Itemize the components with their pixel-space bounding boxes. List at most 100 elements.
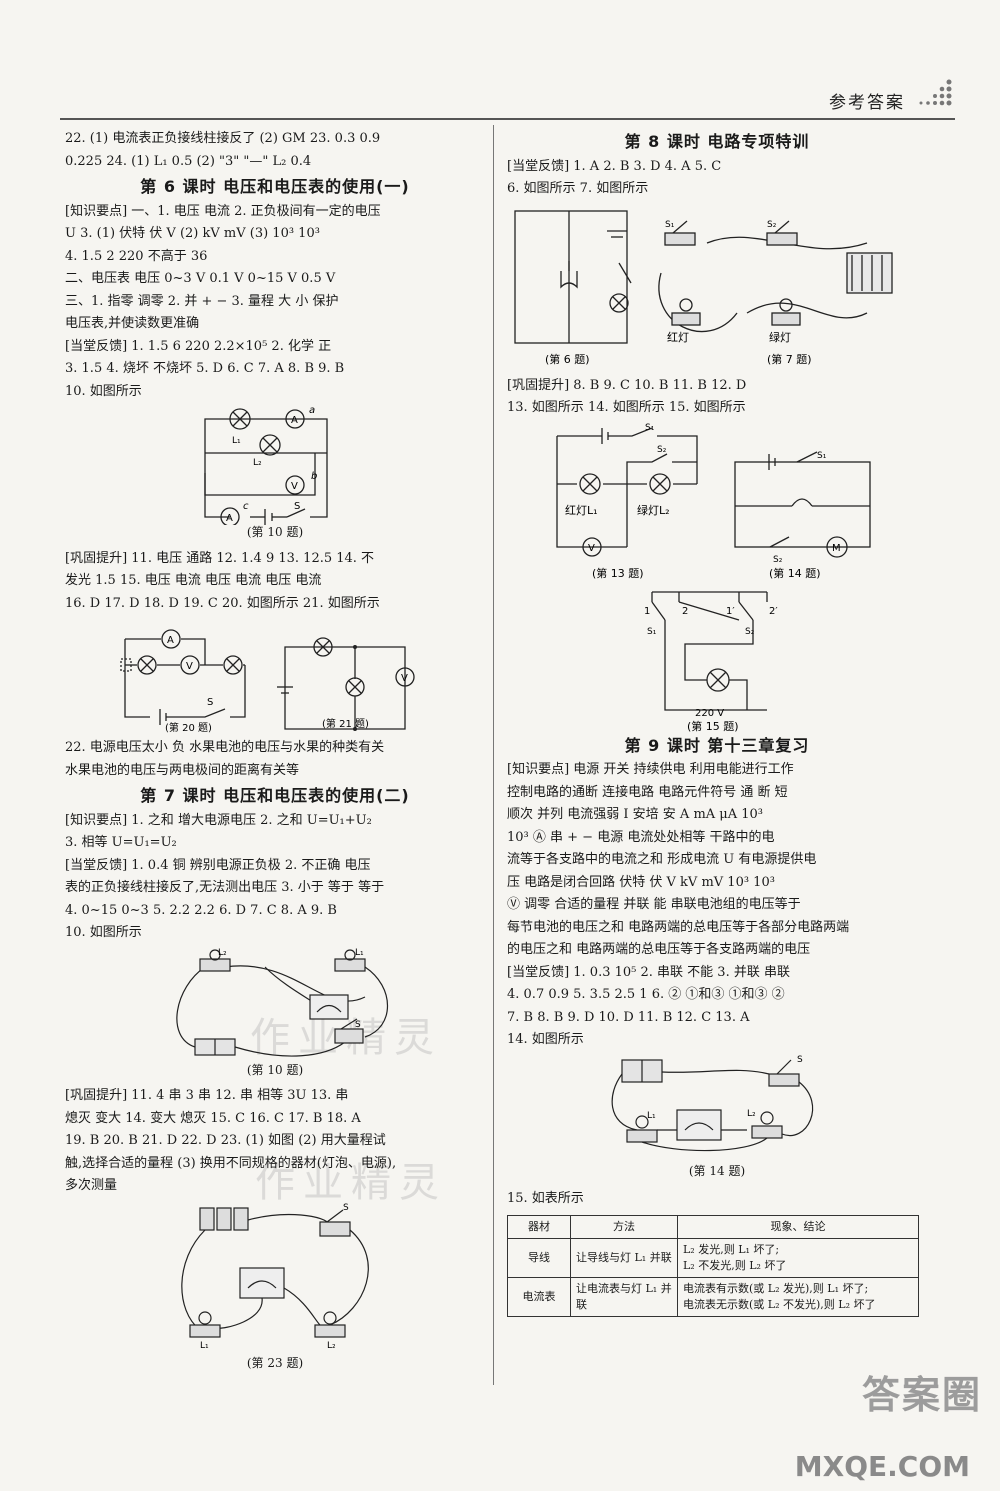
svg-text:L₁: L₁ <box>232 436 241 446</box>
svg-text:A: A <box>226 513 233 524</box>
svg-text:S₁: S₁ <box>645 423 655 433</box>
svg-text:L₁: L₁ <box>647 1111 656 1121</box>
watermark: 作业精灵 <box>255 1160 447 1206</box>
answer-line: 7. B 8. B 9. D 10. D 11. B 12. C 13. A <box>507 1009 750 1025</box>
answer-line: 表的正负接线柱接反了,无法测出电压 3. 小于 等于 等于 <box>65 880 385 895</box>
section-title: 第 6 课时 电压和电压表的使用(一) <box>140 177 410 196</box>
circuit-diagram-q10: A V A L₁ L₂ a b c S <box>204 405 328 527</box>
svg-text:A: A <box>167 635 174 646</box>
figure-q10-circuit: A V A L₁ L₂ a b c S <box>65 405 485 527</box>
svg-text:V: V <box>186 661 193 672</box>
svg-text:A: A <box>291 415 298 426</box>
answer-line: [巩固提升] 11. 电压 通路 12. 1.4 9 13. 12.5 14. … <box>65 550 375 566</box>
table-cell-line: 电流表有示数(或 L₂ 发光),则 L₁ 坏了; <box>683 1281 869 1295</box>
answer-line: 19. B 20. B 21. D 22. D 23. (1) 如图 (2) 用… <box>65 1133 386 1148</box>
footer-site: MXQE.COM <box>794 1450 970 1483</box>
svg-text:S₁: S₁ <box>665 220 675 230</box>
answer-line: 0.225 24. (1) L₁ 0.5 (2) "3" "—" L₂ 0.4 <box>65 153 312 169</box>
figure-q6-q7: S₁ S₂ 红灯 绿灯 (第 6 题) (第 7 题) <box>507 203 927 373</box>
left-column: 22. (1) 电流表正负接线柱接反了 (2) GM 23. 0.3 0.9 0… <box>65 128 485 1374</box>
table-row: 导线 让导线与灯 L₁ 并联 L₂ 发光,则 L₁ 坏了; L₂ 不发光,则 L… <box>507 1237 919 1278</box>
answer-line: 22. (1) 电流表正负接线柱接反了 (2) GM 23. 0.3 0.9 <box>65 131 381 146</box>
answer-line: 控制电路的通断 连接电路 电路元件符号 通 断 短 <box>507 784 788 800</box>
circuit-diagram-q13-q14: V M S₁ S₂ S₁ S₂ 红灯L₁ 绿灯L₂ (第 13 题) (第 14… <box>556 423 871 580</box>
answer-table-q15: 器材 方法 现象、结论 导线 让导线与灯 L₁ 并联 L₂ 发光,则 L₁ 坏了… <box>507 1214 919 1317</box>
label-green-light-l2: 绿灯L₂ <box>637 503 670 517</box>
answer-line: 每节电池的电压之和 电路两端的总电压等于各部分电路两端 <box>507 919 850 935</box>
answer-line: [当堂反馈] 1. 1.5 6 220 2.2×10⁵ 2. 化学 正 <box>65 338 332 354</box>
svg-text:S: S <box>294 501 300 512</box>
dots-decoration-icon <box>919 79 952 106</box>
page-header-title: 参考答案 <box>829 93 905 113</box>
answer-line: 4. 0.7 0.9 5. 3.5 2.5 1 6. ② ①和③ ①和③ ② <box>507 987 785 1002</box>
figure-q15: 1 2 1′ 2′ S₁ S₂ 220 V (第 15 题) <box>507 584 927 733</box>
table-cell: 让电流表与灯 L₁ 并联 <box>570 1276 678 1317</box>
answer-line: 水果电池的电压与两电极间的距离有关等 <box>65 762 300 778</box>
answer-line: 三、1. 指零 调零 2. 并 + − 3. 量程 大 小 保护 <box>65 293 339 309</box>
circuit-diagram-q6-q7: S₁ S₂ 红灯 绿灯 (第 6 题) (第 7 题) <box>514 209 893 366</box>
svg-text:V: V <box>401 673 408 684</box>
svg-text:S₁: S₁ <box>647 627 657 637</box>
table-header: 器材 <box>507 1214 571 1239</box>
figure-caption: (第 20 题) <box>165 721 212 733</box>
svg-text:a: a <box>309 405 315 416</box>
svg-text:S₂: S₂ <box>745 627 755 637</box>
answer-line: [当堂反馈] 1. A 2. B 3. D 4. A 5. C <box>507 158 722 174</box>
label-green-light: 绿灯 <box>769 330 791 344</box>
answer-line: 4. 0~15 0~3 5. 2.2 2.2 6. D 7. C 8. A 9.… <box>65 902 337 918</box>
figure-q20-q21: A V V S (第 20 题) (第 21 题) <box>65 617 485 734</box>
answer-line: [巩固提升] 8. B 9. C 10. B 11. B 12. D <box>507 377 747 393</box>
figure-caption: (第 10 题) <box>246 525 304 539</box>
figure-caption: (第 13 题) <box>592 566 644 580</box>
svg-text:b: b <box>311 471 317 482</box>
svg-text:S: S <box>207 697 213 708</box>
svg-text:L₂: L₂ <box>218 948 227 958</box>
table-cell-line: L₂ 不发光,则 L₂ 坏了 <box>683 1258 787 1272</box>
answer-line: [当堂反馈] 1. 0.3 10⁵ 2. 串联 不能 3. 并联 串联 <box>507 964 790 980</box>
right-column: 第 8 课时 电路专项特训 [当堂反馈] 1. A 2. B 3. D 4. A… <box>507 128 927 1317</box>
answer-line: [知识要点] 电源 开关 持续供电 利用电能进行工作 <box>507 762 794 777</box>
section-title: 第 9 课时 第十三章复习 <box>624 735 810 755</box>
table-cell: L₂ 发光,则 L₁ 坏了; L₂ 不发光,则 L₂ 坏了 <box>677 1237 919 1278</box>
answer-line: 触,选择合适的量程 (3) 换用不同规格的器材(灯泡、电源), <box>65 1155 397 1171</box>
figure-q14-real-circuit: L₁ L₂ S <box>507 1054 927 1158</box>
svg-text:M: M <box>832 543 841 554</box>
svg-text:L₂: L₂ <box>253 458 262 468</box>
figure-caption: (第 14 题) <box>769 566 821 580</box>
answer-line: 4. 1.5 2 220 不高于 36 <box>65 248 208 264</box>
svg-text:L₂: L₂ <box>327 1341 336 1350</box>
answer-line: 的电压之和 电路两端的总电压等于各支路两端的电压 <box>507 942 811 957</box>
answer-line: [知识要点] 一、1. 电压 电流 2. 正负极间有一定的电压 <box>65 203 381 219</box>
answer-line: 流等于各支路中的电流之和 形成电流 U 有电源提供电 <box>507 852 817 867</box>
figure-q10-real-circuit: L₂ L₁ S <box>65 947 485 1057</box>
answer-line: [巩固提升] 11. 4 串 3 串 12. 串 相等 3U 13. 串 <box>65 1088 349 1103</box>
figure-q13-q14: V M S₁ S₂ S₁ S₂ 红灯L₁ 绿灯L₂ (第 13 题) (第 14… <box>507 422 927 582</box>
svg-text:c: c <box>243 501 249 512</box>
figure-caption: (第 7 题) <box>767 352 812 366</box>
answer-line: 3. 相等 U=U₁=U₂ <box>65 835 177 850</box>
table-cell: 让导线与灯 L₁ 并联 <box>570 1237 678 1278</box>
svg-text:2′: 2′ <box>769 606 778 617</box>
table-cell: 导线 <box>507 1237 571 1278</box>
answer-line: 电压表,并使读数更准确 <box>65 316 200 331</box>
answer-line: 10. 如图所示 <box>65 383 142 399</box>
answer-line: 13. 如图所示 14. 如图所示 15. 如图所示 <box>507 400 746 415</box>
answer-line: [当堂反馈] 1. 0.4 铜 辨别电源正负极 2. 不正确 电压 <box>65 857 371 873</box>
answer-line: 22. 电源电压太小 负 水果电池的电压与水果的种类有关 <box>65 740 385 755</box>
answer-line: Ⓥ 调零 合适的量程 并联 能 串联电池组的电压等于 <box>507 897 801 912</box>
figure-caption: (第 21 题) <box>322 717 369 730</box>
column-divider <box>493 125 494 1385</box>
real-circuit-q14: L₁ L₂ S <box>611 1055 814 1151</box>
answer-line: 发光 1.5 15. 电压 电流 电压 电流 电压 电流 <box>65 573 322 588</box>
svg-text:V: V <box>291 481 298 492</box>
svg-text:2: 2 <box>682 606 688 617</box>
answer-line: [知识要点] 1. 之和 增大电源电压 2. 之和 U=U₁+U₂ <box>65 812 372 828</box>
table-cell: 电流表 <box>507 1276 571 1317</box>
table-header: 方法 <box>570 1214 678 1239</box>
answer-line: 6. 如图所示 7. 如图所示 <box>507 181 649 196</box>
table-cell-line: 电流表无示数(或 L₂ 不发光),则 L₂ 坏了 <box>683 1297 876 1311</box>
svg-text:L₁: L₁ <box>355 948 364 958</box>
answer-line: 10³ Ⓐ 串 + − 电源 电流处处相等 干路中的电 <box>507 829 775 845</box>
answer-line: 3. 1.5 4. 烧坏 不烧坏 5. D 6. C 7. A 8. B 9. … <box>65 361 345 376</box>
